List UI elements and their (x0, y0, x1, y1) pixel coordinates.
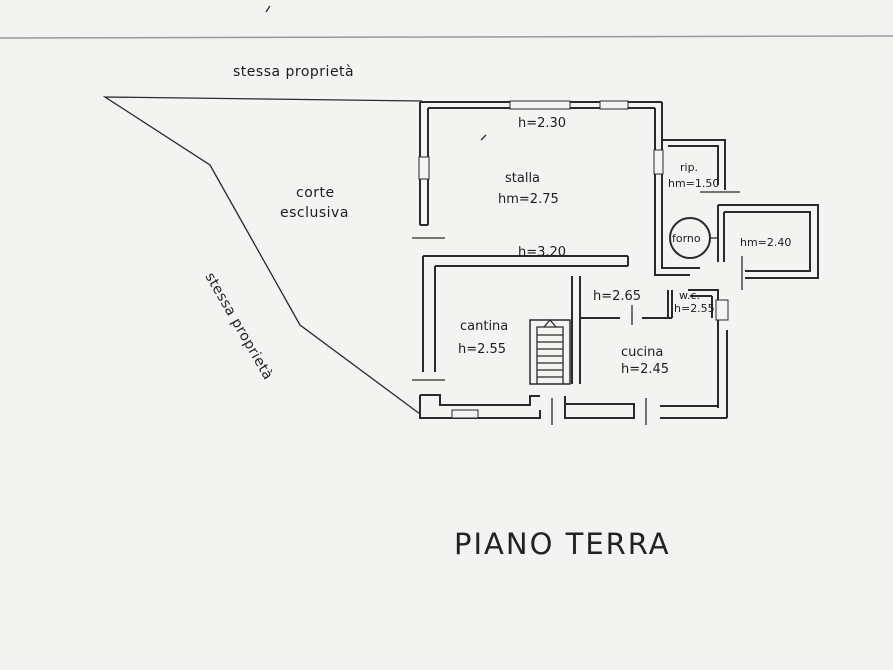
label-h-stalla-top: h=2.30 (518, 116, 566, 131)
label-stalla: stalla (505, 171, 540, 186)
label-hm-240: hm=2.40 (740, 236, 791, 249)
label-esclusiva: esclusiva (280, 205, 349, 221)
label-hm-rip: hm=1.50 (668, 177, 719, 190)
plan-title: PIANO TERRA (454, 527, 671, 561)
label-h-265: h=2.65 (593, 289, 641, 304)
label-wc: w.c. (679, 289, 700, 302)
label-h-320: h=3.20 (518, 245, 566, 260)
label-stessa-proprieta-left: stessa proprietà (202, 270, 276, 383)
label-rip: rip. (680, 161, 698, 174)
wall-rip (662, 139, 740, 193)
label-h-cucina: h=2.45 (621, 362, 669, 377)
label-cucina: cucina (621, 345, 663, 360)
wall-stalla (412, 100, 664, 250)
label-hm-stalla: hm=2.75 (498, 192, 559, 207)
scan-edge (0, 35, 893, 39)
staircase (529, 319, 571, 385)
scan-mark (265, 5, 271, 13)
property-boundary (102, 96, 423, 415)
wall-cantina (412, 255, 629, 419)
label-forno: forno (672, 232, 701, 245)
label-cantina: cantina (460, 319, 508, 334)
label-stessa-proprieta-top: stessa proprietà (233, 64, 354, 80)
scan-mark (480, 134, 487, 141)
wall-cucina (551, 289, 729, 425)
label-h-cantina: h=2.55 (458, 342, 506, 357)
label-corte: corte (296, 185, 335, 201)
wall-forno-room (654, 200, 819, 290)
label-h-wc: h=2.55 (674, 302, 715, 315)
